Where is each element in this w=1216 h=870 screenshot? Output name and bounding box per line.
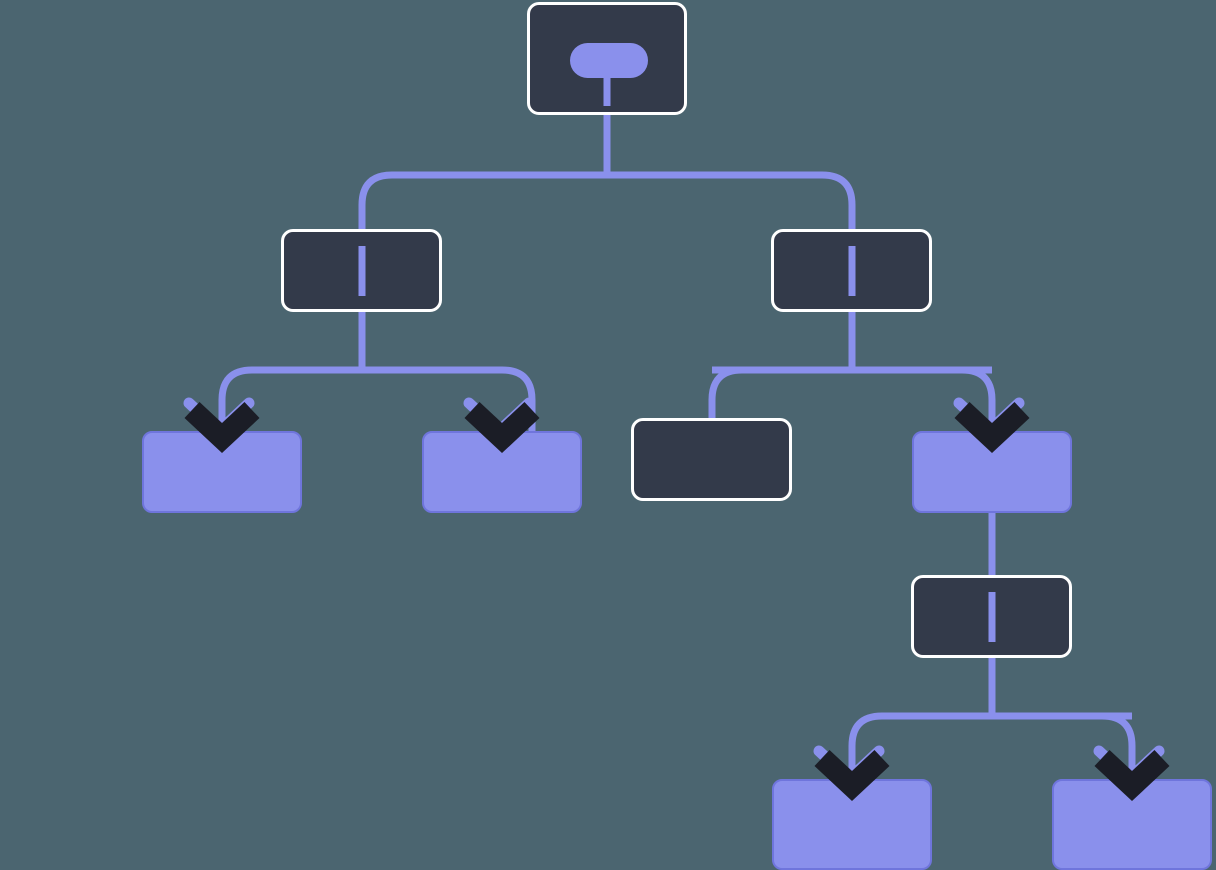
- node-l4-b[interactable]: [1052, 779, 1212, 870]
- edge-root-to-l1-left-drop: [358, 171, 393, 345]
- node-l2-b[interactable]: [422, 431, 582, 513]
- node-l4-a[interactable]: [772, 779, 932, 870]
- node-l1-right[interactable]: [771, 229, 932, 312]
- node-root[interactable]: [527, 2, 687, 115]
- node-l1-left[interactable]: [281, 229, 442, 312]
- node-l2-a[interactable]: [142, 431, 302, 513]
- node-l2-d[interactable]: [912, 431, 1072, 513]
- node-l2-c[interactable]: [631, 418, 792, 501]
- edge-root-to-l1-right-drop: [821, 171, 856, 345]
- edge-l1-right-to-l2-c: [708, 366, 743, 419]
- root-pill-decoration: [570, 43, 648, 78]
- node-l3[interactable]: [911, 575, 1072, 658]
